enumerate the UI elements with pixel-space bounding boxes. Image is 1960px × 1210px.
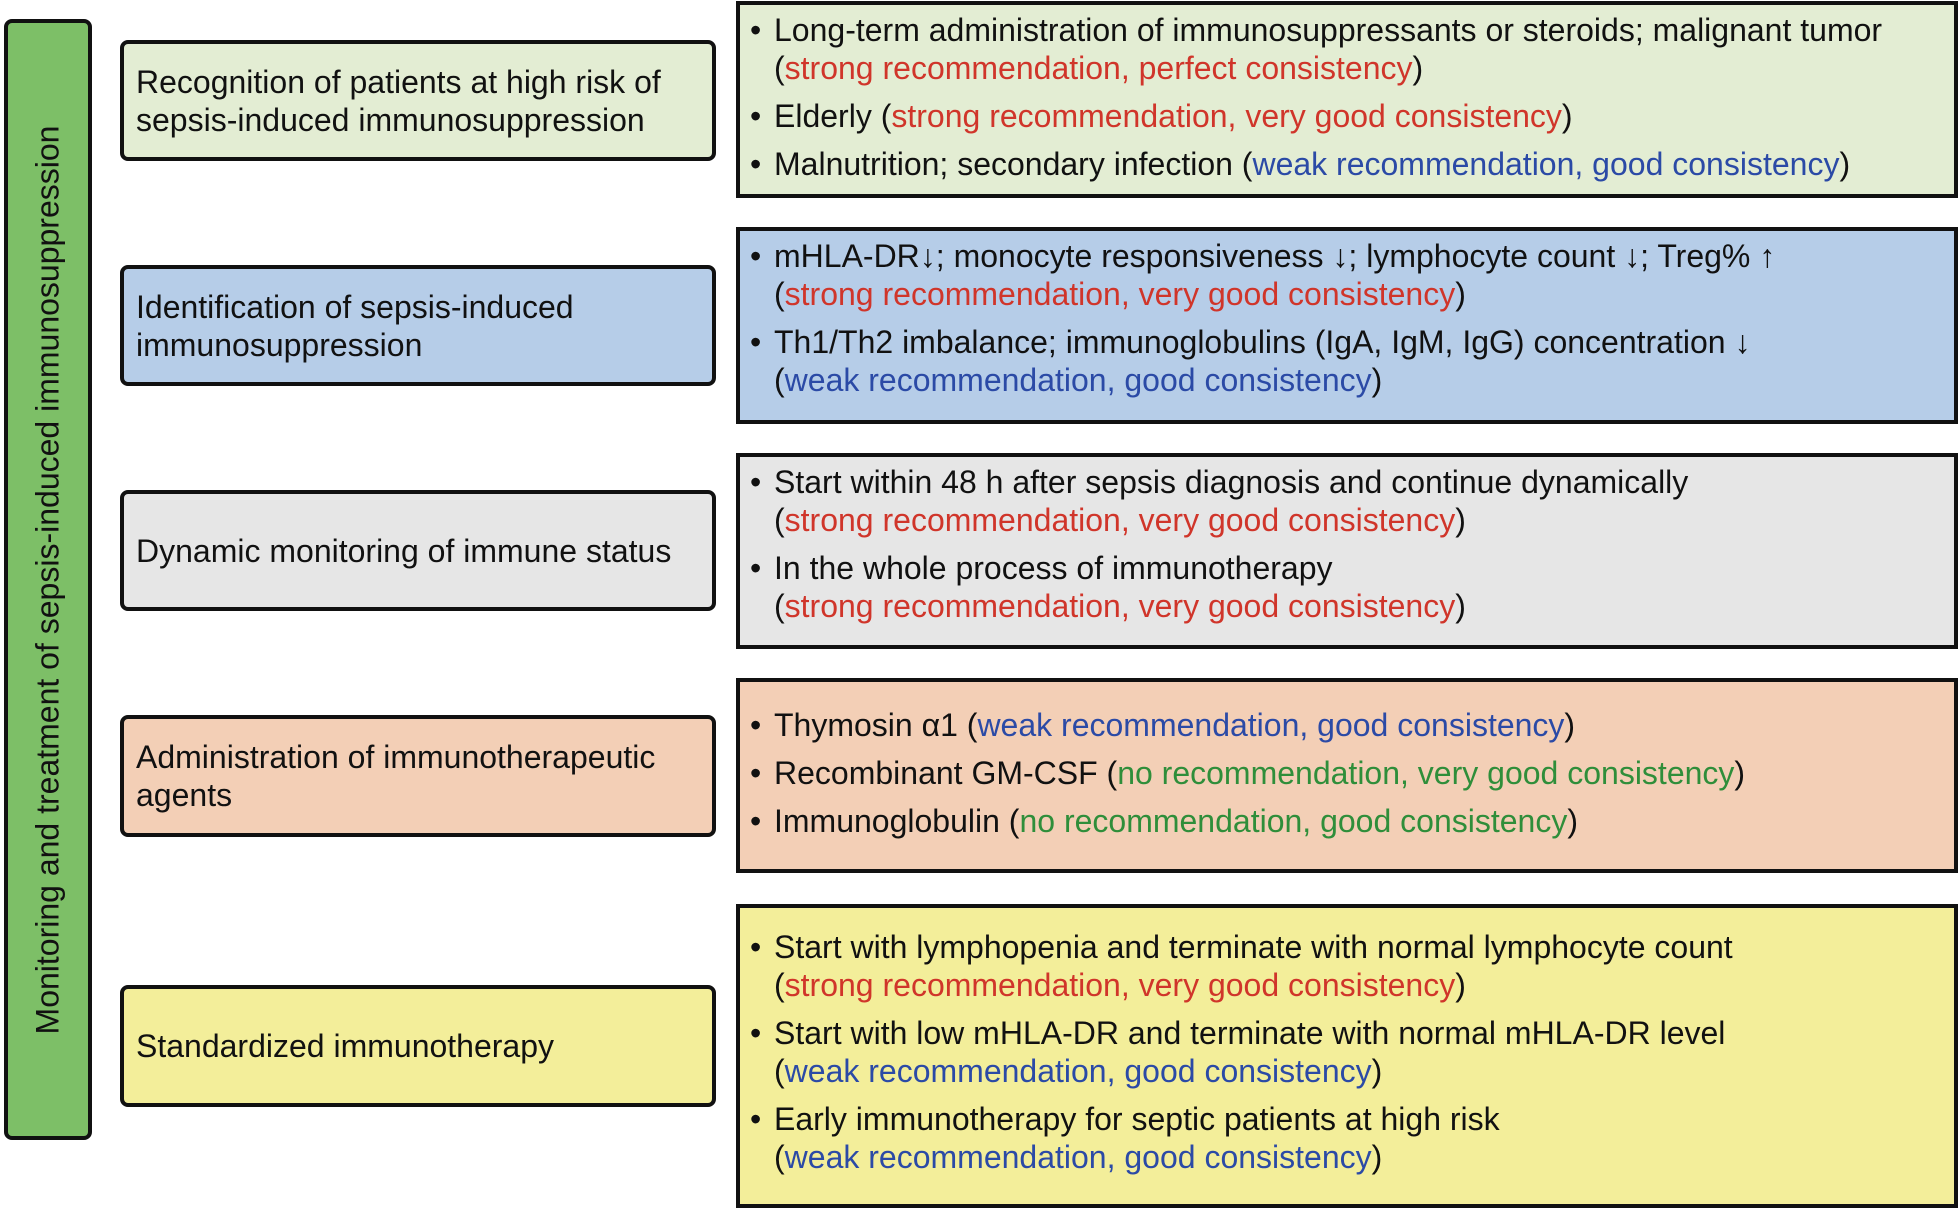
recommendation-text: no recommendation, very good consistency — [1117, 755, 1735, 791]
list-item: •Start with lymphopenia and terminate wi… — [750, 929, 1733, 1003]
sidebar-title-bar: Monitoring and treatment of sepsis-induc… — [4, 19, 92, 1140]
item-text: mHLA-DR↓; monocyte responsiveness ↓; lym… — [774, 238, 1776, 274]
item-text: Start within 48 h after sepsis diagnosis… — [774, 464, 1689, 500]
item-text: Start with lymphopenia and terminate wit… — [774, 929, 1733, 965]
detail-box-standardized: •Start with lymphopenia and terminate wi… — [736, 904, 1958, 1208]
recommendation-text: weak recommendation, good consistency — [784, 1053, 1372, 1089]
label-box-high-risk: Recognition of patients at high risk of … — [120, 40, 716, 161]
recommendation-text: weak recommendation, good consistency — [1252, 146, 1840, 182]
list-item: •Long-term administration of immunosuppr… — [750, 12, 1883, 86]
list-item: •Recombinant GM-CSF (no recommendation, … — [750, 755, 1746, 791]
detail-box-high-risk: •Long-term administration of immunosuppr… — [736, 1, 1958, 198]
list-item: •Th1/Th2 imbalance; immunoglobulins (IgA… — [750, 324, 1751, 398]
list-item: •Malnutrition; secondary infection (weak… — [750, 146, 1851, 182]
list-item: •Elderly (strong recommendation, very go… — [750, 98, 1573, 134]
recommendation-text: strong recommendation, very good consist… — [891, 98, 1562, 134]
recommendation-text: weak recommendation, good consistency — [784, 1139, 1372, 1175]
list-item: •Thymosin α1 (weak recommendation, good … — [750, 707, 1576, 743]
label-monitoring: Dynamic monitoring of immune status — [136, 532, 672, 569]
detail-box-monitoring: •Start within 48 h after sepsis diagnosi… — [736, 453, 1958, 649]
label-high-risk: Recognition of patients at high risk of … — [136, 63, 661, 138]
item-text: Elderly — [774, 98, 872, 134]
list-item: •Immunoglobulin (no recommendation, good… — [750, 803, 1578, 839]
recommendation-text: strong recommendation, very good consist… — [784, 588, 1456, 624]
label-box-agents: Administration of immunotherapeutic agen… — [120, 715, 716, 837]
item-text: Start with low mHLA-DR and terminate wit… — [774, 1015, 1726, 1051]
recommendation-text: no recommendation, good consistency — [1019, 803, 1568, 839]
list-item: •In the whole process of immunotherapy(s… — [750, 550, 1466, 624]
item-text: Recombinant GM-CSF — [774, 755, 1098, 791]
label-identification: Identification of sepsis-induced immunos… — [136, 288, 574, 363]
item-text: Long-term administration of immunosuppre… — [774, 12, 1883, 48]
item-text: Early immunotherapy for septic patients … — [774, 1101, 1500, 1137]
list-item: •Start within 48 h after sepsis diagnosi… — [750, 464, 1689, 538]
item-text: In the whole process of immunotherapy — [774, 550, 1333, 586]
item-text: Immunoglobulin — [774, 803, 1000, 839]
list-item: •Start with low mHLA-DR and terminate wi… — [750, 1015, 1726, 1089]
list-item: •Early immunotherapy for septic patients… — [750, 1101, 1500, 1175]
label-box-standardized: Standardized immunotherapy — [120, 985, 716, 1107]
recommendation-text: strong recommendation, perfect consisten… — [784, 50, 1413, 86]
label-standardized: Standardized immunotherapy — [136, 1028, 555, 1064]
recommendation-text: strong recommendation, very good consist… — [784, 967, 1456, 1003]
label-box-monitoring: Dynamic monitoring of immune status — [120, 490, 716, 611]
item-text: Malnutrition; secondary infection — [774, 146, 1233, 182]
detail-box-identification: •mHLA-DR↓; monocyte responsiveness ↓; ly… — [736, 227, 1958, 424]
list-item: •mHLA-DR↓; monocyte responsiveness ↓; ly… — [750, 238, 1776, 312]
detail-box-agents: •Thymosin α1 (weak recommendation, good … — [736, 678, 1958, 873]
recommendation-text: strong recommendation, very good consist… — [784, 502, 1456, 538]
recommendation-text: weak recommendation, good consistency — [977, 707, 1565, 743]
item-text: Thymosin α1 — [774, 707, 958, 743]
recommendation-text: weak recommendation, good consistency — [784, 362, 1372, 398]
recommendation-text: strong recommendation, very good consist… — [784, 276, 1456, 312]
label-box-identification: Identification of sepsis-induced immunos… — [120, 265, 716, 386]
item-text: Th1/Th2 imbalance; immunoglobulins (IgA,… — [774, 324, 1751, 360]
label-agents: Administration of immunotherapeutic agen… — [136, 739, 656, 813]
sidebar-title: Monitoring and treatment of sepsis-induc… — [29, 125, 66, 1034]
